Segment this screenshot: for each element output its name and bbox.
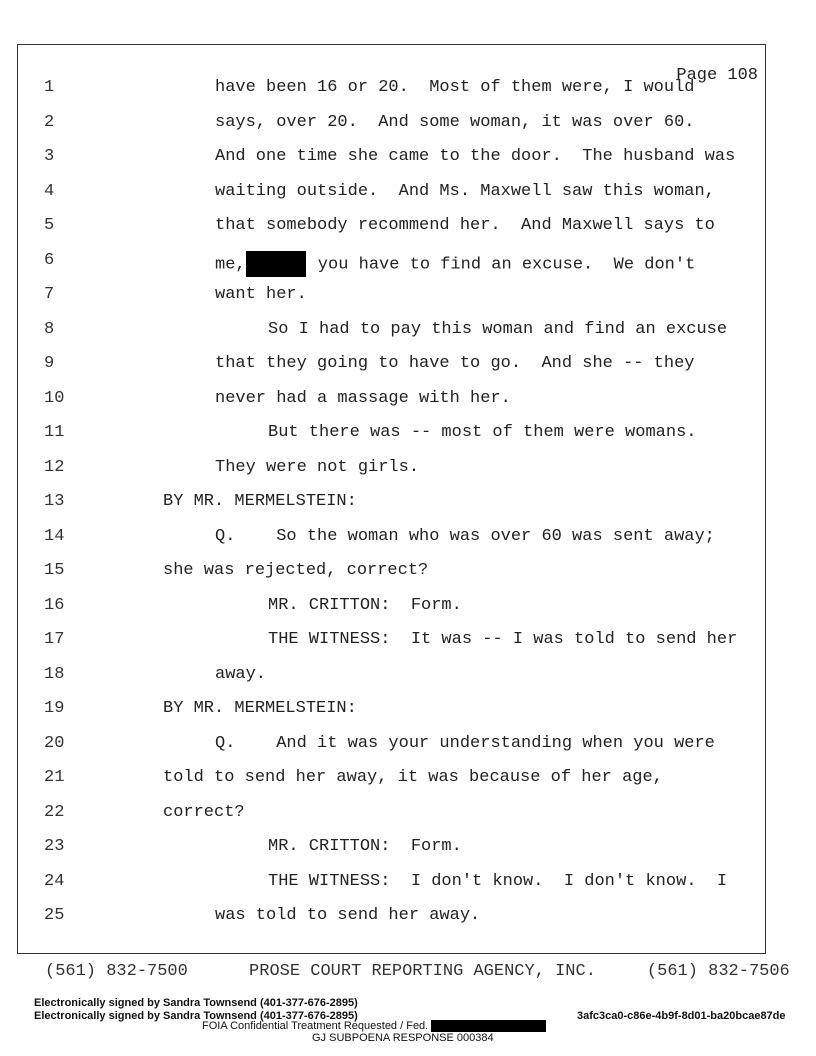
page-frame (17, 44, 766, 954)
transcript-line: want her. (215, 285, 307, 304)
transcript-line: told to send her away, it was because of… (163, 768, 663, 787)
line-number: 13 (44, 492, 65, 511)
line-6-after: you have to find an excuse. We don't (307, 254, 696, 274)
phone-left: (561) 832-7500 (45, 962, 188, 981)
transcript-line: BY MR. MERMELSTEIN: (163, 492, 357, 511)
line-number: 12 (44, 457, 65, 477)
line-number: 5 (44, 216, 55, 235)
line-number: 23 (44, 837, 65, 856)
line-6-before: me, (215, 254, 246, 274)
transcript-line: have been 16 or 20. Most of them were, I… (215, 78, 695, 97)
transcript-line: THE WITNESS: It was -- I was told to sen… (268, 630, 738, 649)
line-number: 22 (44, 802, 65, 822)
line-number: 10 (44, 388, 65, 408)
line-number: 4 (44, 181, 55, 201)
signature-line-2: Electronically signed by Sandra Townsend… (34, 1010, 358, 1022)
page-number: Page 108 (676, 66, 758, 85)
agency-name: PROSE COURT REPORTING AGENCY, INC. (249, 962, 596, 981)
transcript-line: that they going to have to go. And she -… (215, 354, 695, 373)
line-number: 15 (44, 561, 65, 580)
transcript-line: And one time she came to the door. The h… (215, 147, 736, 166)
signature-hash: 3afc3ca0-c86e-4b9f-8d01-ba20bcae87de (577, 1010, 786, 1022)
foia-notice: FOIA Confidential Treatment Requested / … (202, 1020, 547, 1033)
transcript-line: me, you have to find an excuse. We don't (215, 250, 696, 277)
transcript-line: says, over 20. And some woman, it was ov… (215, 112, 695, 132)
bates-number: GJ SUBPOENA RESPONSE 000384 (312, 1032, 494, 1044)
line-number: 2 (44, 112, 55, 132)
line-number: 17 (44, 630, 65, 649)
transcript-line: So I had to pay this woman and find an e… (268, 319, 728, 339)
line-number: 16 (44, 595, 65, 615)
transcript-line: But there was -- most of them were woman… (268, 423, 697, 442)
transcript-line: waiting outside. And Ms. Maxwell saw thi… (215, 181, 715, 201)
line-number: 8 (44, 319, 55, 339)
footer-agency-line: (561) 832-7500 PROSE COURT REPORTING AGE… (45, 962, 790, 981)
transcript-line: never had a massage with her. (215, 388, 511, 408)
transcript-line: was told to send her away. (215, 906, 481, 925)
line-number: 18 (44, 664, 65, 684)
transcript-line: Q. So the woman who was over 60 was sent… (215, 526, 715, 546)
line-number: 20 (44, 733, 65, 753)
redaction-box (431, 1020, 547, 1033)
transcript-line: MR. CRITTON: Form. (268, 595, 462, 615)
transcript-line: MR. CRITTON: Form. (268, 837, 462, 856)
transcript-line: BY MR. MERMELSTEIN: (163, 699, 357, 718)
line-number: 9 (44, 354, 55, 373)
line-number: 14 (44, 526, 65, 546)
line-number: 6 (44, 250, 55, 270)
redaction-box (245, 250, 306, 277)
signature-line-1: Electronically signed by Sandra Townsend… (34, 997, 358, 1009)
line-number: 19 (44, 699, 65, 718)
transcript-line: Q. And it was your understanding when yo… (215, 733, 715, 753)
foia-text: FOIA Confidential Treatment Requested / … (202, 1020, 429, 1032)
transcript-line: that somebody recommend her. And Maxwell… (215, 216, 715, 235)
line-number: 21 (44, 768, 65, 787)
transcript-line: away. (215, 664, 267, 684)
line-number: 11 (44, 423, 65, 442)
line-number: 7 (44, 285, 55, 304)
transcript-line: correct? (163, 802, 245, 822)
transcript-line: They were not girls. (215, 457, 420, 477)
phone-right: (561) 832-7506 (646, 962, 790, 981)
line-number: 24 (44, 871, 65, 891)
transcript-line: she was rejected, correct? (163, 561, 429, 580)
line-number: 1 (44, 78, 55, 97)
line-number: 25 (44, 906, 65, 925)
transcript-line: THE WITNESS: I don't know. I don't know.… (268, 871, 728, 891)
line-number: 3 (44, 147, 55, 166)
